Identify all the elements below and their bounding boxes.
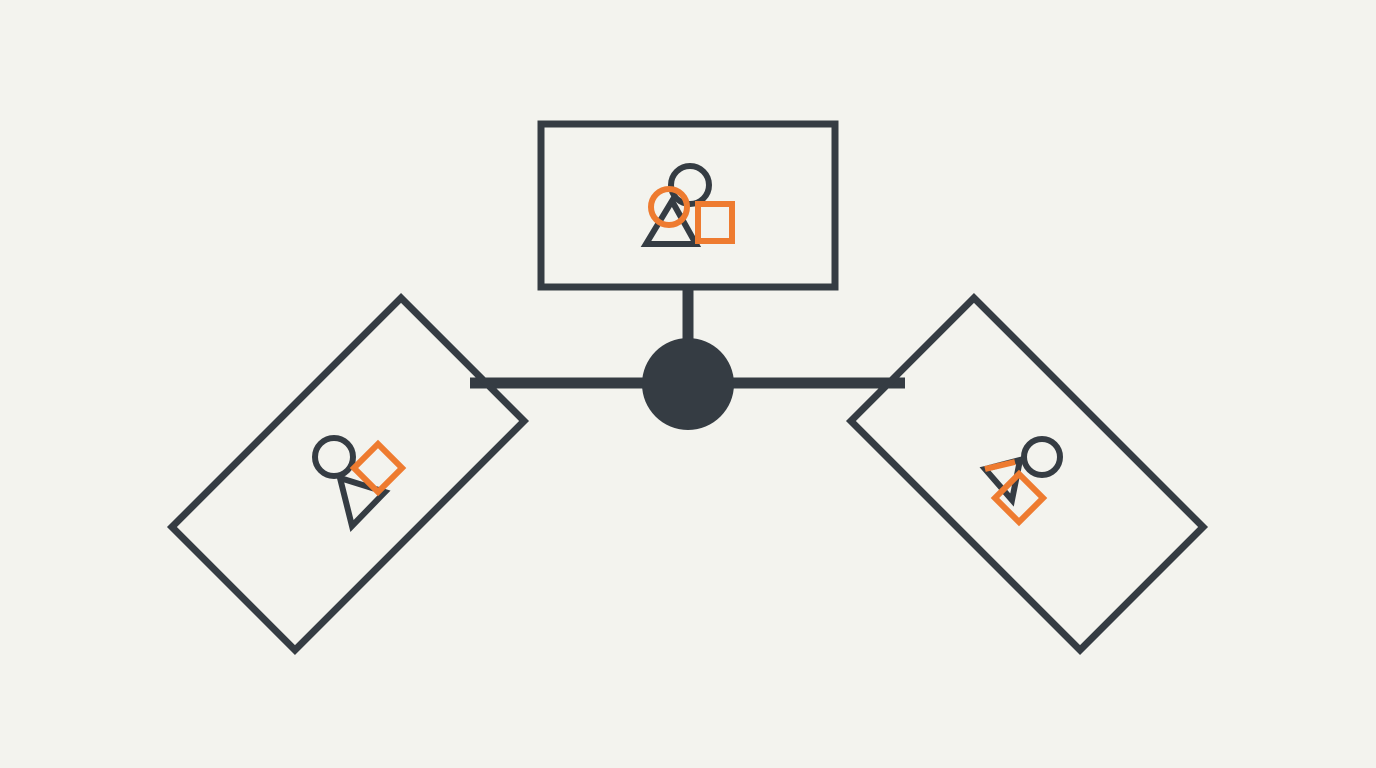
shapes-cluster-icon: [640, 163, 735, 247]
left-panel: [166, 292, 530, 656]
shapes-cluster-icon: [312, 435, 407, 532]
central-hub-node: [642, 338, 734, 430]
shapes-cluster-icon: [979, 436, 1063, 527]
top-panel: [537, 120, 839, 291]
right-panel: [845, 292, 1209, 656]
